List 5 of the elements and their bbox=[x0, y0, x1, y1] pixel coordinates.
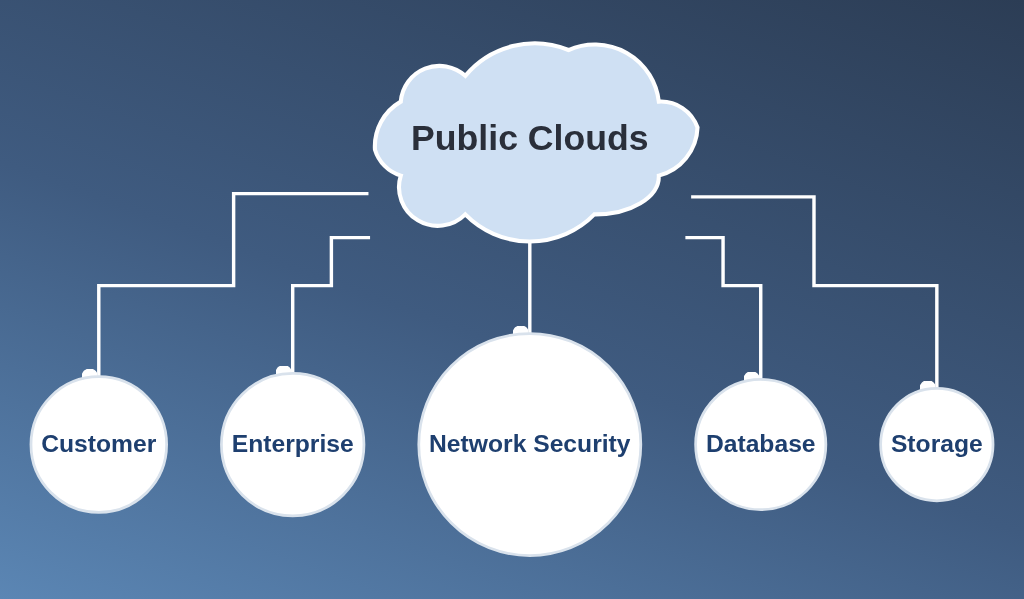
node-circle: Customer bbox=[29, 375, 168, 514]
node-circle: Storage bbox=[879, 387, 995, 503]
node-circle: Database bbox=[694, 378, 828, 512]
node-circle: Enterprise bbox=[220, 371, 366, 518]
node-circle: Network Security bbox=[417, 332, 643, 557]
